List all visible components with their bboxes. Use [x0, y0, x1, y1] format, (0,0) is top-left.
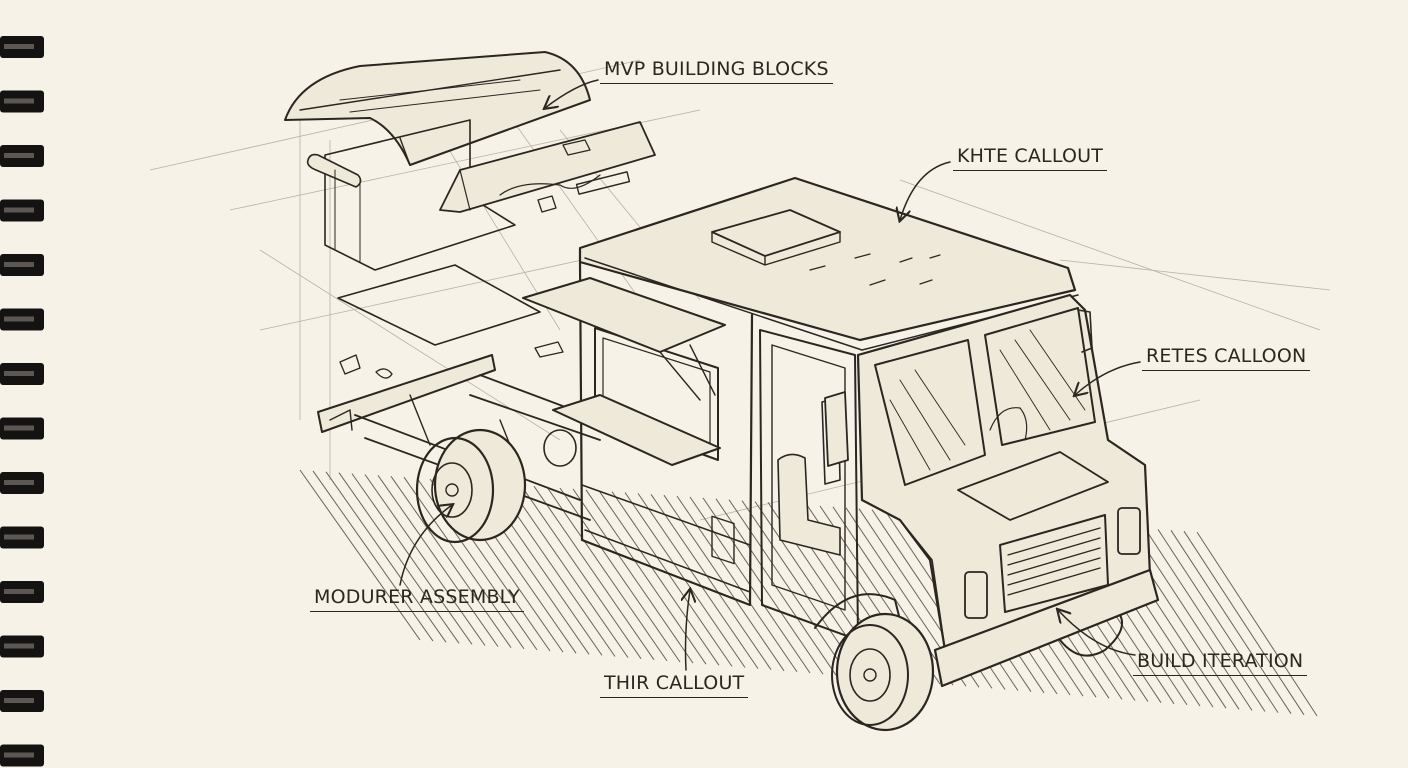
hatch-line: [351, 473, 473, 645]
hatch-line: [1157, 529, 1279, 713]
hatch-line: [1170, 530, 1292, 714]
hatch-line: [364, 474, 486, 646]
hatch-line: [312, 470, 434, 642]
spiral-ring: [0, 254, 44, 276]
arrow-icon: [1075, 361, 1141, 395]
hatch-line: [585, 489, 707, 665]
callout-build-iteration: BUILD ITERATION: [1133, 650, 1308, 676]
hatch-line: [325, 471, 447, 643]
arrow-icon: [900, 161, 951, 220]
spiral-ring: [0, 635, 44, 658]
exploded-roof-canopy: [284, 51, 591, 166]
spiral-ring: [0, 581, 44, 603]
callout-mvp-building-blocks: MVP BUILDING BLOCKS: [600, 58, 833, 84]
leader-lines: [399, 79, 1141, 671]
hatch-line: [1196, 531, 1318, 717]
callout-retes: RETES CALLOON: [1142, 345, 1311, 371]
hatch-line: [299, 469, 421, 641]
spiral-ring: [0, 199, 44, 222]
exploded-awning-bar: [439, 121, 656, 213]
exploded-side-panel: [306, 119, 516, 271]
hatch-line: [1144, 528, 1266, 712]
spiral-ring: [0, 90, 44, 113]
hatch-line: [338, 472, 460, 644]
spiral-ring: [0, 36, 44, 58]
exploded-floor-plate: [337, 264, 564, 379]
hatch-line: [403, 476, 525, 650]
callout-modurer-assembly: MODURER ASSEMBLY: [310, 586, 524, 612]
spiral-ring: [0, 363, 44, 385]
rear-wheel: [415, 428, 577, 544]
hatch-line: [520, 485, 642, 659]
arrow-icon: [1058, 610, 1136, 656]
spiral-ring: [0, 526, 44, 549]
callout-khte: KHTE CALLOUT: [953, 145, 1108, 171]
spiral-ring: [0, 145, 44, 167]
callout-thir: THIR CALLOUT: [600, 672, 749, 698]
hatch-line: [1183, 530, 1305, 716]
hatch-line: [533, 485, 655, 661]
spiral-ring: [0, 417, 44, 440]
hatch-line: [637, 493, 759, 669]
hatch-line: [572, 488, 694, 664]
hatch-line: [728, 499, 850, 677]
arrow-icon: [686, 590, 691, 671]
hatch-line: [507, 484, 629, 658]
hatch-line: [611, 491, 733, 667]
spiral-ring: [0, 690, 44, 712]
spiral-binding-icon: [0, 36, 44, 767]
hatch-line: [650, 494, 772, 670]
hatch-line: [546, 486, 668, 662]
hatch-line: [598, 490, 720, 666]
spiral-ring: [0, 472, 44, 494]
arrow-icon: [399, 505, 452, 586]
hatch-line: [1131, 527, 1253, 711]
hatch-line: [390, 476, 512, 648]
arrow-icon: [545, 79, 599, 108]
front-wheel: [831, 612, 1124, 732]
hatch-line: [702, 497, 824, 675]
spiral-ring: [0, 308, 44, 331]
hatch-line: [832, 506, 954, 686]
hatch-line: [377, 475, 499, 647]
spiral-ring: [0, 744, 44, 767]
